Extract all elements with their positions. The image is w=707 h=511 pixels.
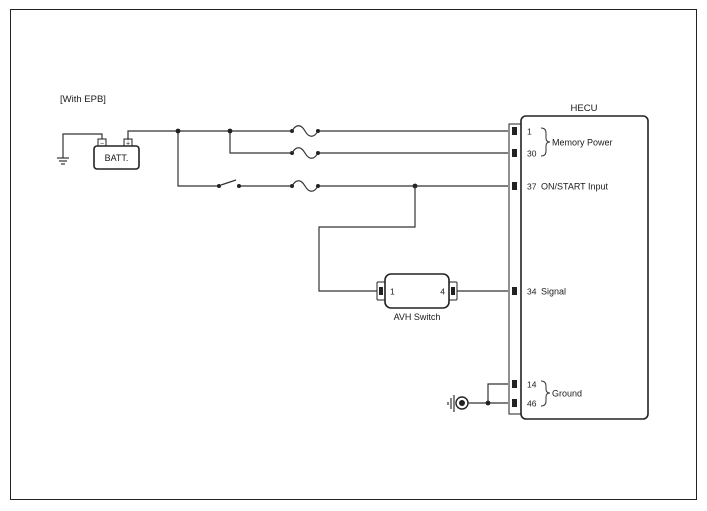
battery-negative-sign: − bbox=[100, 141, 104, 148]
diagram-frame bbox=[10, 9, 697, 500]
avh-pin-4-label: 4 bbox=[440, 287, 445, 297]
memory-power-brace bbox=[540, 127, 551, 157]
hecu-pin-30: 30 bbox=[527, 149, 537, 159]
hecu-pin-46: 46 bbox=[527, 399, 537, 409]
hecu-pin-14: 14 bbox=[527, 380, 537, 390]
fuse-memory-2 bbox=[290, 147, 320, 159]
hecu-box bbox=[520, 115, 649, 420]
signal-label: Signal bbox=[541, 287, 566, 297]
battery-ground-symbol bbox=[57, 133, 103, 165]
avh-switch-label: AVH Switch bbox=[394, 312, 441, 322]
avh-pin-1-label: 1 bbox=[390, 287, 395, 297]
hecu-connector-strip bbox=[508, 123, 522, 415]
battery: − + BATT. bbox=[93, 138, 140, 170]
ignition-switch bbox=[217, 179, 241, 188]
ground-wires bbox=[468, 383, 508, 406]
with-epb-note: [With EPB] bbox=[60, 94, 106, 105]
fuse-ignition bbox=[290, 180, 320, 192]
hecu-title: HECU bbox=[571, 103, 598, 114]
avh-switch-body bbox=[384, 273, 450, 309]
battery-label: BATT. bbox=[105, 153, 129, 163]
hecu-pin-1: 1 bbox=[527, 127, 532, 137]
battery-positive-sign: + bbox=[126, 141, 130, 148]
ground-label: Ground bbox=[552, 389, 582, 399]
memory-power-label: Memory Power bbox=[552, 138, 613, 148]
fuse-memory-1 bbox=[290, 125, 320, 137]
avh-feed-wire bbox=[318, 186, 416, 292]
hecu-pin-37: 37 bbox=[527, 182, 537, 192]
avh-switch: 1 4 AVH Switch bbox=[376, 273, 458, 322]
chassis-ground-symbol bbox=[447, 395, 469, 412]
on-start-input-label: ON/START Input bbox=[541, 182, 609, 192]
hecu-pin-34: 34 bbox=[527, 287, 537, 297]
ground-brace bbox=[540, 380, 551, 407]
battery-body bbox=[93, 145, 140, 170]
power-wires bbox=[127, 128, 508, 189]
hecu-pin-markers bbox=[512, 127, 517, 407]
